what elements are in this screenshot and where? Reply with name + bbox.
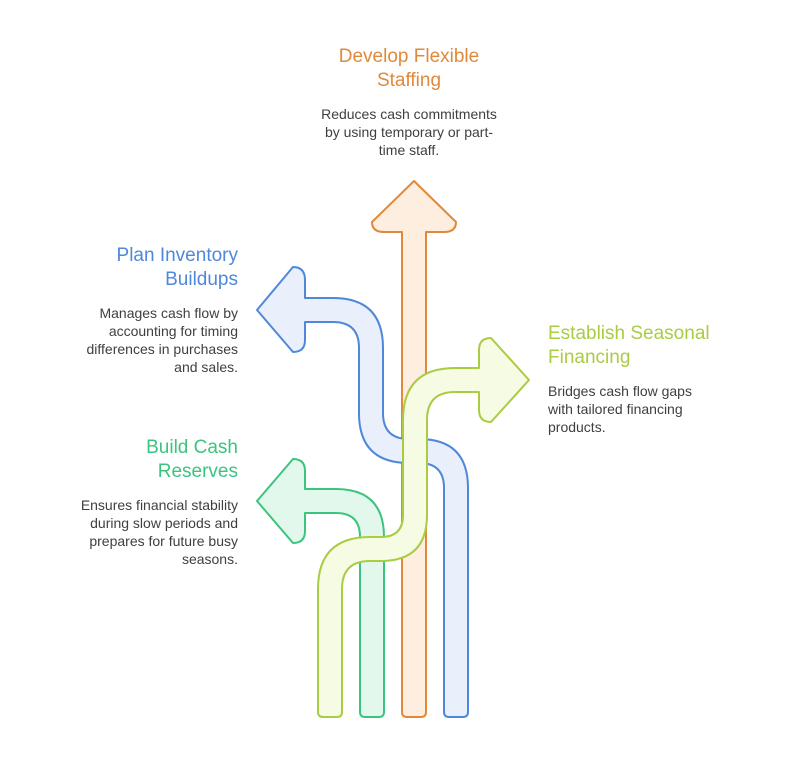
staffing-title-line2: Staffing <box>376 70 442 91</box>
reserves-desc-line1: Ensures financial stability <box>80 497 238 513</box>
financing-title: Establish Seasonal Financing <box>548 322 748 370</box>
inventory-desc-line1: Manages cash flow by <box>99 305 238 321</box>
financing-description: Bridges cash flow gaps with tailored fin… <box>548 382 748 436</box>
financing-title-line2: Financing <box>548 347 631 368</box>
inventory-description: Manages cash flow by accounting for timi… <box>40 304 239 376</box>
inventory-desc-line2: accounting for timing <box>108 323 238 339</box>
reserves-desc-line4: seasons. <box>181 551 238 567</box>
reserves-label: Build Cash Reserves Ensures financial st… <box>40 436 238 568</box>
reserves-title-line2: Reserves <box>157 461 238 482</box>
inventory-label: Plan Inventory Buildups Manages cash flo… <box>40 244 239 376</box>
reserves-title: Build Cash Reserves <box>40 436 238 484</box>
staffing-desc-line3: time staff. <box>378 142 440 158</box>
staffing-title: Develop Flexible Staffing <box>298 45 520 93</box>
reserves-description: Ensures financial stability during slow … <box>40 496 238 568</box>
inventory-desc-line3: differences in purchases <box>86 341 239 357</box>
inventory-title: Plan Inventory Buildups <box>40 244 238 292</box>
staffing-description: Reduces cash commitments by using tempor… <box>298 105 520 159</box>
financing-desc-line1: Bridges cash flow gaps <box>548 383 692 399</box>
inventory-arrow <box>256 266 469 718</box>
reserves-title-line1: Build Cash <box>146 437 238 458</box>
staffing-desc-line2: by using temporary or part- <box>324 124 494 140</box>
staffing-label: Develop Flexible Staffing Reduces cash c… <box>298 45 520 159</box>
financing-desc-line2: with tailored financing <box>548 401 683 417</box>
financing-label: Establish Seasonal Financing Bridges cas… <box>548 322 748 436</box>
inventory-title-line1: Plan Inventory <box>116 245 238 266</box>
financing-arrow <box>317 337 530 718</box>
reserves-arrow <box>256 458 385 718</box>
staffing-title-line1: Develop Flexible <box>338 46 480 67</box>
reserves-desc-line2: during slow periods and <box>90 515 238 531</box>
financing-title-line1: Establish Seasonal <box>548 323 710 344</box>
reserves-desc-line3: prepares for future busy <box>89 533 238 549</box>
inventory-desc-line4: and sales. <box>174 359 238 375</box>
financing-desc-line3: products. <box>548 419 606 435</box>
inventory-title-line2: Buildups <box>165 269 238 290</box>
staffing-desc-line1: Reduces cash commitments <box>321 106 497 122</box>
